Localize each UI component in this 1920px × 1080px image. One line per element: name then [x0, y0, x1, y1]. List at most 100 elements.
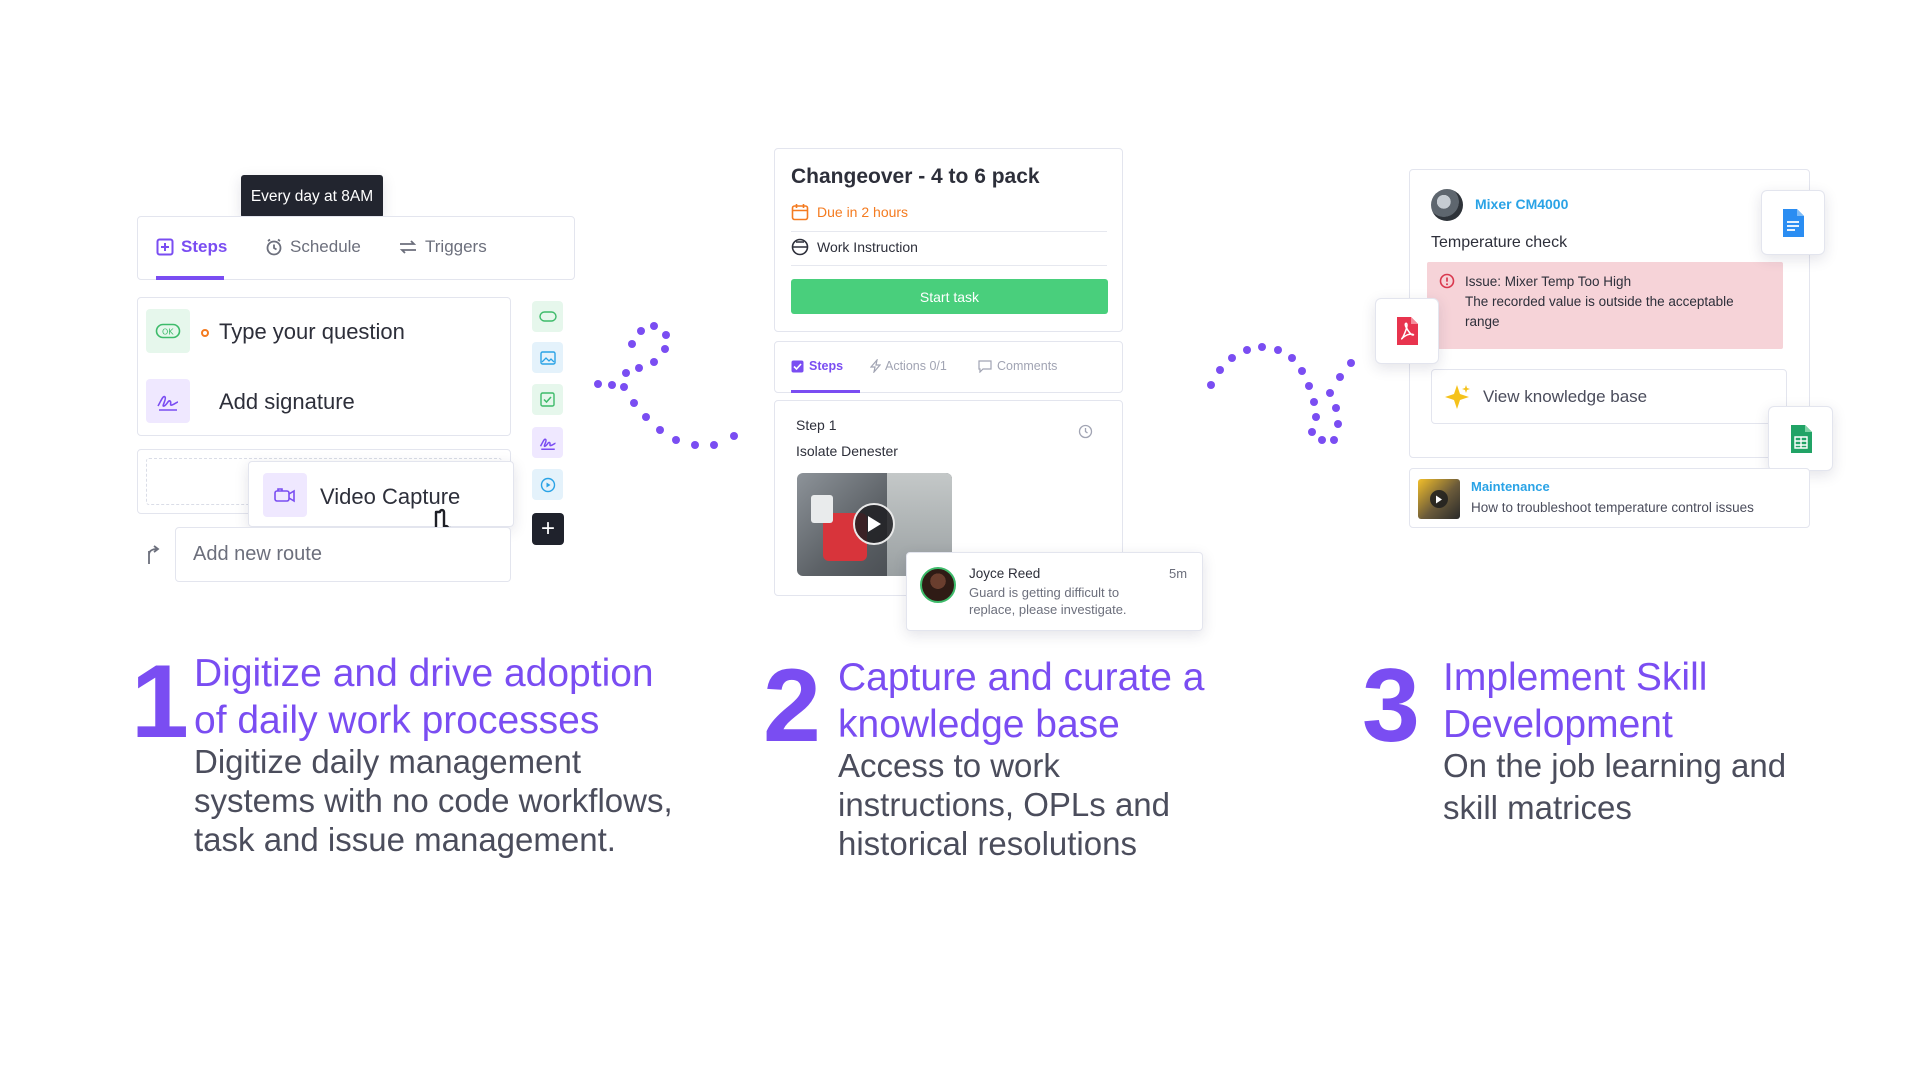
tab-actions-label: Actions 0/1 — [885, 359, 947, 373]
tool-signature[interactable] — [532, 427, 563, 458]
work-instruction-link[interactable]: Work Instruction — [791, 238, 918, 256]
tool-video[interactable] — [532, 469, 563, 500]
connector-dot — [620, 383, 628, 391]
connector-dot — [672, 436, 680, 444]
asset-avatar — [1431, 189, 1463, 221]
sparkle-icon — [1444, 384, 1470, 410]
asset-name[interactable]: Mixer CM4000 — [1475, 196, 1569, 212]
connector-dot — [608, 381, 616, 389]
due-text: Due in 2 hours — [817, 204, 909, 220]
connector-dot — [594, 380, 602, 388]
video-icon — [274, 488, 295, 503]
video-capture-card[interactable]: Video Capture — [248, 461, 514, 527]
task-title: Changeover - 4 to 6 pack — [791, 165, 1040, 188]
play-icon — [540, 477, 555, 492]
error-icon — [1439, 273, 1455, 289]
pdf-icon — [1397, 317, 1418, 345]
thumbnail-tag — [811, 495, 833, 523]
pdf-file-tile[interactable] — [1375, 298, 1439, 364]
schedule-icon — [266, 238, 282, 256]
add-icon: + — [540, 515, 555, 542]
connector-dot — [710, 441, 718, 449]
connector-dot — [1326, 389, 1334, 397]
route-input[interactable]: Add new route — [175, 527, 511, 582]
question-field[interactable]: Type your question — [219, 319, 405, 345]
view-knowledge-base-button[interactable]: View knowledge base — [1431, 369, 1787, 424]
connector-dot — [1298, 367, 1306, 375]
connector-dot — [1216, 366, 1224, 374]
task-header-card: Changeover - 4 to 6 pack Due in 2 hours … — [774, 148, 1123, 332]
tool-image[interactable] — [532, 342, 563, 373]
related-content-card[interactable]: Maintenance How to troubleshoot temperat… — [1409, 468, 1810, 528]
connector-dot — [637, 327, 645, 335]
sheet-file-tile[interactable] — [1768, 406, 1833, 471]
add-button[interactable]: + — [532, 513, 564, 545]
play-button[interactable] — [853, 503, 895, 545]
divider — [791, 231, 1107, 232]
connector-dot — [642, 413, 650, 421]
history-icon[interactable] — [1078, 424, 1093, 439]
connector-dot — [1308, 428, 1316, 436]
caption-title-line1: Digitize and drive adoption — [194, 652, 654, 695]
connector-dot — [635, 364, 643, 372]
divider — [791, 265, 1107, 266]
image-icon — [539, 350, 556, 365]
comment-text-line1: Guard is getting difficult to — [969, 585, 1120, 600]
tab-actions[interactable]: Actions 0/1 — [870, 359, 947, 373]
connector-dot — [1274, 346, 1282, 354]
tab-triggers[interactable]: Triggers — [398, 237, 487, 257]
step-number: Step 1 — [796, 417, 837, 433]
connector-dot — [622, 369, 630, 377]
connector-dot — [730, 432, 738, 440]
caption-body-line: skill matrices — [1443, 789, 1632, 826]
connector-dot — [1310, 398, 1318, 406]
caption-body-line: Digitize daily management — [194, 743, 582, 780]
tab-comments[interactable]: Comments — [978, 359, 1057, 373]
connector-dot — [1334, 420, 1342, 428]
tab-steps[interactable]: Steps — [156, 237, 227, 257]
tool-checkbox[interactable] — [532, 384, 563, 415]
check-card: Mixer CM4000 Temperature check Issue: Mi… — [1409, 169, 1810, 458]
comment-time: 5m — [1169, 566, 1188, 581]
caption-body-line: Access to work — [838, 747, 1060, 784]
question-label: Type your question — [219, 319, 405, 344]
connector-dot — [1305, 382, 1313, 390]
caption-body-line: instructions, OPLs and — [838, 786, 1170, 823]
video-icon-tile — [263, 473, 307, 517]
related-category: Maintenance — [1471, 479, 1550, 494]
caption-number: 2 — [763, 648, 821, 764]
connector-dot — [1312, 413, 1320, 421]
tab-steps[interactable]: Steps — [791, 359, 843, 373]
triggers-icon — [399, 240, 417, 254]
connector-dot — [1288, 354, 1296, 362]
tab-triggers-label: Triggers — [425, 237, 487, 256]
actions-icon — [870, 359, 881, 373]
tab-schedule[interactable]: Schedule — [265, 237, 361, 257]
issue-line1: The recorded value is outside the accept… — [1465, 294, 1734, 309]
question-icon — [538, 311, 557, 322]
start-task-button[interactable]: Start task — [791, 279, 1108, 314]
doc-file-tile[interactable] — [1761, 190, 1825, 255]
tab-steps-label: Steps — [181, 237, 228, 256]
calendar-icon — [791, 204, 809, 221]
signature-field[interactable]: Add signature — [219, 389, 355, 415]
steps-icon — [791, 360, 804, 372]
connector-dot — [1330, 436, 1338, 444]
caption-body-line: historical resolutions — [838, 825, 1137, 862]
tab-steps-underline — [791, 390, 860, 393]
caption-title-line2: knowledge base — [838, 703, 1120, 746]
avatar — [920, 567, 956, 603]
play-icon — [1430, 490, 1448, 508]
connector-dot — [656, 426, 664, 434]
connector-dot — [1347, 359, 1355, 367]
caption-title-line2: of daily work processes — [194, 699, 600, 742]
connector-dot — [662, 331, 670, 339]
video-capture-label: Video Capture — [320, 484, 460, 510]
start-task-label: Start task — [919, 288, 980, 305]
check-title: Temperature check — [1431, 234, 1568, 251]
tool-question[interactable] — [532, 301, 563, 332]
question-icon: OK — [155, 323, 181, 339]
task-due: Due in 2 hours — [791, 203, 908, 221]
issue-box[interactable]: Issue: Mixer Temp Too High The recorded … — [1427, 262, 1783, 349]
tooltip-text: Every day at 8AM — [250, 187, 374, 205]
